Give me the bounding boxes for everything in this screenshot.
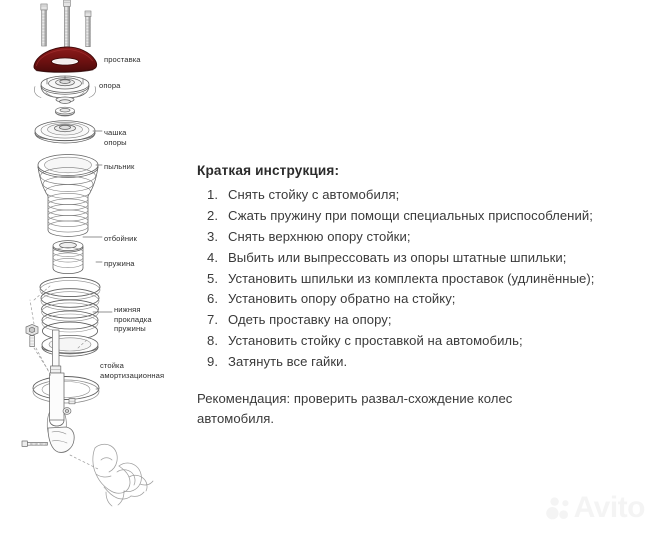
steering-knuckle xyxy=(92,443,154,507)
part-label-spacer: проставка xyxy=(104,55,141,64)
support-mount xyxy=(34,75,96,104)
strut-exploded-diagram: проставка опора чашка опоры пыльник отбо… xyxy=(0,0,200,540)
assembly-dotted-lines xyxy=(29,285,101,471)
instruction-step: Снять стойку с автомобиля; xyxy=(207,185,400,205)
part-label-strut: стойка амортизационная xyxy=(100,361,165,380)
loose-bolt-left xyxy=(25,324,39,347)
instructions-list: Снять стойку с автомобиля; Сжать пружину… xyxy=(197,185,617,372)
avito-watermark: Avito xyxy=(545,491,646,524)
coil-spring xyxy=(39,276,101,341)
spacer-plate-red xyxy=(33,46,98,73)
instruction-step: Установить шпильки из комплекта проставо… xyxy=(207,269,595,289)
bearing-cup xyxy=(34,120,96,144)
instruction-step: Затянуть все гайки. xyxy=(207,352,348,372)
instruction-step: Снять верхнюю опору стойки; xyxy=(207,227,411,247)
part-label-lower-spring-pad: нижняя прокладка пружины xyxy=(114,305,152,334)
avito-logo-icon xyxy=(545,497,569,520)
instruction-step: Установить опору обратно на стойку; xyxy=(207,289,456,309)
instruction-step: Установить стойку с проставкой на автомо… xyxy=(207,331,523,351)
instructions-panel: Краткая инструкция: Снять стойку с автом… xyxy=(197,163,617,429)
avito-watermark-text: Avito xyxy=(573,491,646,524)
label-leader-lines xyxy=(82,130,113,390)
diagram-svg xyxy=(21,0,154,507)
part-label-bump-stop: отбойник xyxy=(104,234,137,243)
part-label-dust-boot: пыльник xyxy=(104,162,135,171)
recommendation-text: Рекомендация: проверить развал-схождение… xyxy=(197,391,513,426)
part-label-support: опора xyxy=(99,81,121,90)
instruction-step: Выбить или выпрессовать из опоры штатные… xyxy=(207,248,567,268)
instruction-step: Одеть проставку на опору; xyxy=(207,310,392,330)
part-label-bearing-cup: чашка опоры xyxy=(104,128,127,147)
bump-stop xyxy=(52,240,84,274)
stud-group xyxy=(40,0,92,48)
dust-boot xyxy=(37,154,99,237)
instructions-heading: Краткая инструкция: xyxy=(197,163,340,178)
part-label-spring: пружина xyxy=(104,259,135,268)
lower-spring-pad xyxy=(41,334,99,357)
instruction-step: Сжать пружину при помощи специальных при… xyxy=(207,206,593,226)
bearing-washer xyxy=(55,106,75,117)
